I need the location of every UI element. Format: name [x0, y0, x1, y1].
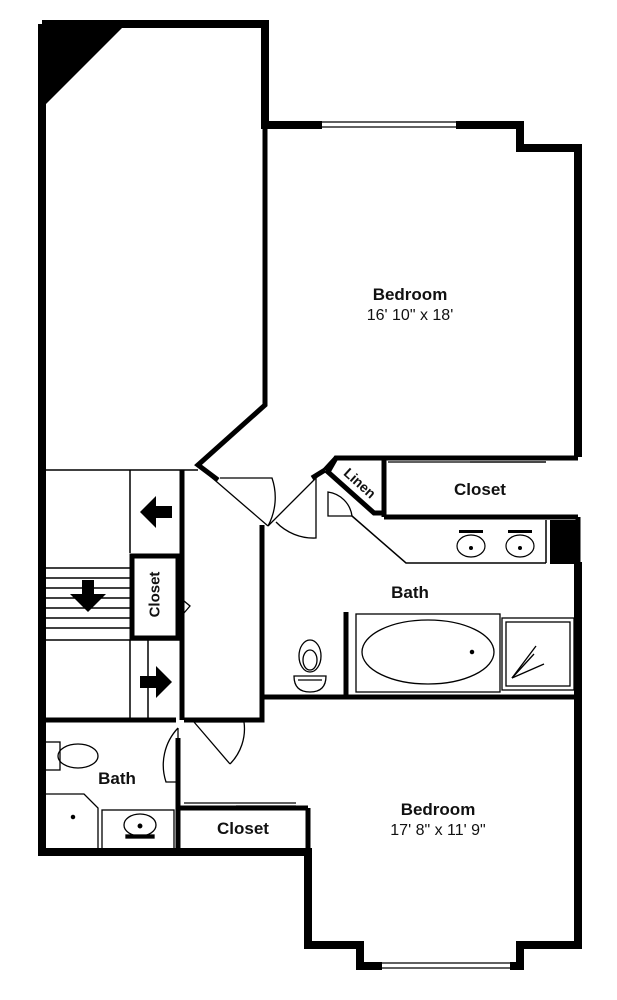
exterior-walls	[38, 20, 582, 970]
small-bath-fixtures	[43, 741, 175, 852]
faucet-icon	[459, 530, 532, 550]
toilet-icon-small	[57, 743, 99, 769]
tub-icon	[355, 613, 501, 693]
stair-closet-door	[177, 595, 191, 621]
toilet-icon	[293, 639, 327, 693]
toilet-tank	[43, 741, 61, 771]
bedroom-bottom-name: Bedroom	[400, 800, 476, 819]
arrow-left-icon	[140, 496, 172, 528]
closet-top-label: Closet	[454, 480, 506, 499]
bedroom-top-name: Bedroom	[372, 285, 448, 304]
arrow-right-icon	[140, 666, 172, 698]
stair-arrows	[70, 496, 172, 698]
bedroom-top-dims: 16' 10" x 18'	[366, 307, 454, 324]
bath-small-label: Bath	[98, 769, 136, 788]
linen-closet	[324, 455, 387, 516]
closet-stair-label: Closet	[146, 571, 164, 618]
stair-closet-box	[129, 553, 181, 641]
doors	[162, 458, 546, 807]
sink-icon	[456, 534, 535, 558]
corner-fill	[42, 24, 126, 108]
windows	[322, 120, 510, 971]
closet-bottom-label: Closet	[217, 819, 269, 838]
bath-main-label: Bath	[391, 583, 429, 602]
vanity	[351, 515, 576, 564]
arrow-down-icon	[70, 580, 106, 612]
shower-icon	[501, 617, 575, 691]
bedroom-bottom-dims: 17' 8" x 11' 9"	[390, 822, 486, 839]
